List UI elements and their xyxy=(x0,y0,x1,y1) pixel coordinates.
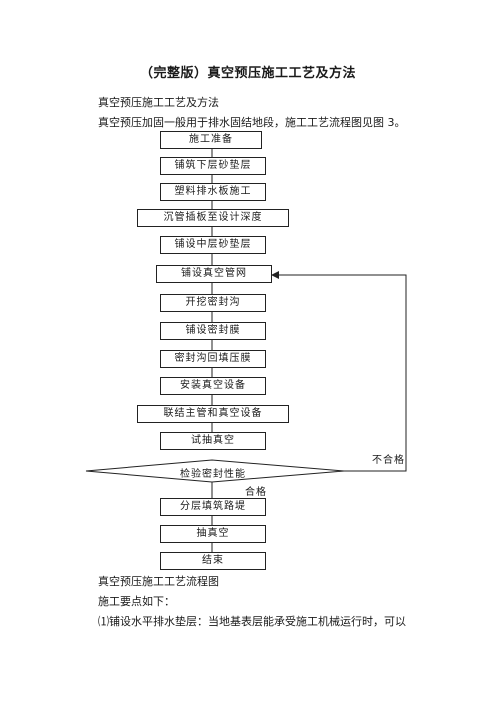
point-1-text: ⑴铺设水平排水垫层：当地基表层能承受施工机械运行时，可以 xyxy=(98,615,406,628)
pass-label: 合格 xyxy=(245,487,267,498)
flow-step-backfill: 密封沟回填压膜 xyxy=(160,350,266,368)
figure-caption: 真空预压施工工艺流程图 xyxy=(98,575,219,588)
flow-step-trial-vacuum: 试抽真空 xyxy=(160,432,266,450)
flow-step-dig-trench: 开挖密封沟 xyxy=(160,294,266,312)
flow-step-install-equipment: 安装真空设备 xyxy=(160,377,266,395)
fail-label: 不合格 xyxy=(372,455,405,466)
flow-step-insert-board: 沉管插板至设计深度 xyxy=(137,209,289,227)
page-title: （完整版）真空预压施工工艺及方法 xyxy=(139,66,356,81)
section-heading: 真空预压施工工艺及方法 xyxy=(98,96,219,109)
flow-step-seal-membrane: 铺设密封膜 xyxy=(160,322,266,340)
flow-step-end: 结束 xyxy=(160,552,266,570)
flow-step-drain-board: 塑料排水板施工 xyxy=(160,183,266,201)
fail-loop-arrow xyxy=(271,271,407,472)
flow-step-middle-sand: 铺设中层砂垫层 xyxy=(160,236,266,254)
flow-step-lower-sand: 铺筑下层砂垫层 xyxy=(160,157,266,175)
decision-label: 检验密封性能 xyxy=(180,469,246,480)
flow-step-fill-embankment: 分层填筑路堤 xyxy=(160,498,266,516)
points-heading: 施工要点如下： xyxy=(98,595,175,608)
flow-step-vacuum: 抽真空 xyxy=(160,525,266,543)
flow-step-connect-pipes: 联结主管和真空设备 xyxy=(137,405,289,423)
flow-step-vacuum-pipes: 铺设真空管网 xyxy=(156,265,272,283)
intro-paragraph: 真空预压加固一般用于排水固结地段，施工工艺流程图见图 3。 xyxy=(98,116,406,129)
flow-step-prepare: 施工准备 xyxy=(160,131,262,149)
